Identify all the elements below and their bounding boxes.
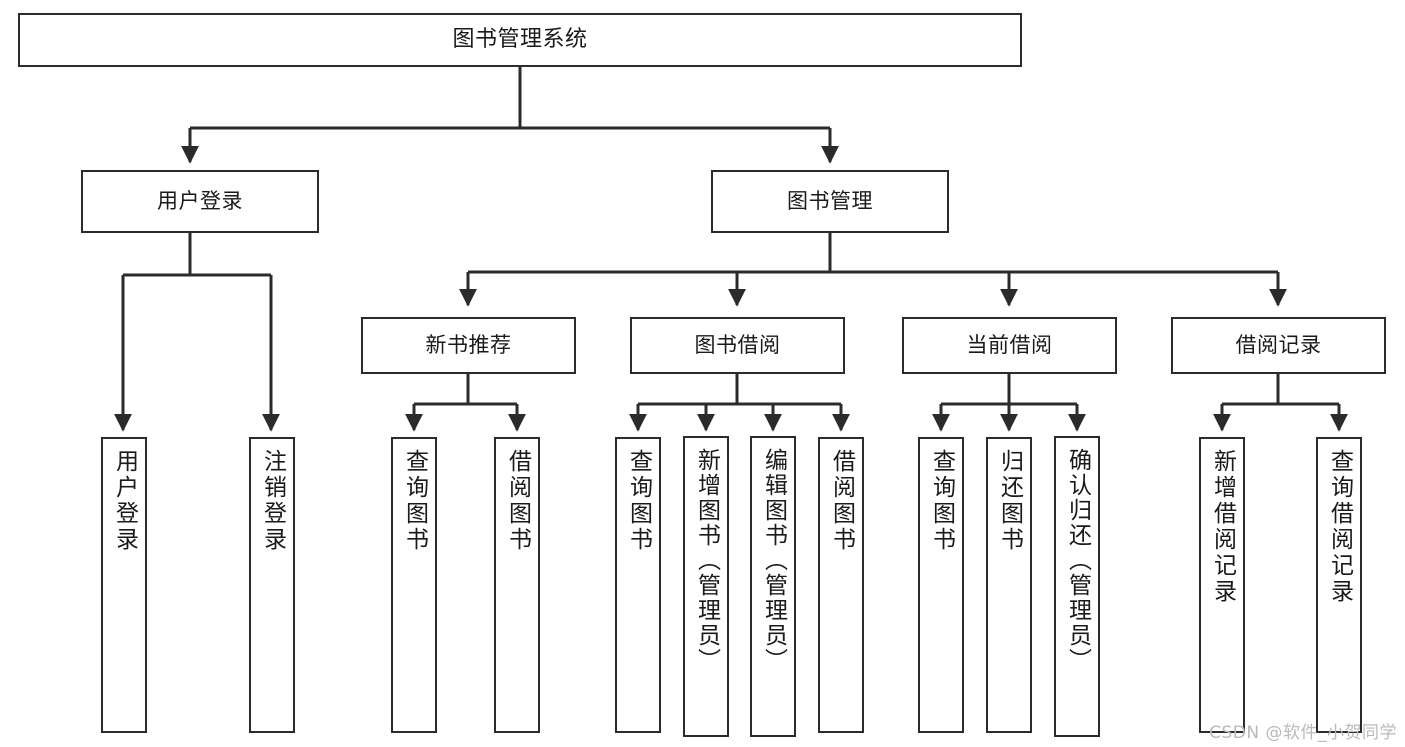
node-label: 用户登录: [157, 188, 243, 213]
node-label: 查询借阅记录: [1326, 449, 1353, 605]
node-leaf-borrow-books-recommend[interactable]: 借阅图书: [494, 437, 540, 733]
node-borrowing-records[interactable]: 借阅记录: [1171, 317, 1386, 374]
node-label: 查询图书: [401, 449, 428, 553]
node-leaf-query-borrow-record[interactable]: 查询借阅记录: [1316, 437, 1362, 733]
node-leaf-add-book-admin[interactable]: 新增图书（管理员）: [683, 436, 729, 737]
node-label: 图书管理系统: [452, 26, 588, 52]
node-leaf-edit-book-admin[interactable]: 编辑图书（管理员）: [750, 436, 796, 737]
node-label: 用户登录: [111, 449, 138, 553]
node-leaf-logout[interactable]: 注销登录: [249, 437, 295, 733]
node-leaf-query-books-recommend[interactable]: 查询图书: [391, 437, 437, 733]
node-leaf-borrow-books-borrowing[interactable]: 借阅图书: [818, 437, 864, 733]
node-label: 新增借阅记录: [1209, 449, 1236, 605]
node-label: 借阅记录: [1235, 332, 1322, 357]
node-label: 新增图书（管理员）: [693, 448, 720, 673]
node-current-borrowing[interactable]: 当前借阅: [902, 317, 1117, 374]
node-label: 借阅图书: [504, 449, 531, 553]
watermark-text: CSDN @软件_小贺同学: [1209, 723, 1397, 743]
node-label: 新书推荐: [425, 332, 512, 357]
node-book-borrowing[interactable]: 图书借阅: [630, 317, 845, 374]
node-new-book-recommendation[interactable]: 新书推荐: [361, 317, 576, 374]
node-label: 确认归还（管理员）: [1064, 448, 1091, 673]
node-leaf-confirm-return-admin[interactable]: 确认归还（管理员）: [1054, 436, 1100, 737]
node-label: 当前借阅: [966, 332, 1053, 357]
node-label: 编辑图书（管理员）: [760, 448, 787, 673]
node-label: 注销登录: [259, 449, 286, 553]
node-user-login[interactable]: 用户登录: [81, 170, 319, 233]
node-root-book-management-system[interactable]: 图书管理系统: [18, 13, 1022, 67]
node-leaf-query-books-borrowing[interactable]: 查询图书: [615, 437, 661, 733]
node-label: 查询图书: [625, 449, 652, 553]
node-leaf-user-login[interactable]: 用户登录: [101, 437, 147, 733]
node-label: 图书借阅: [694, 332, 781, 357]
node-label: 借阅图书: [828, 449, 855, 553]
node-label: 图书管理: [787, 188, 873, 213]
node-leaf-query-books-current[interactable]: 查询图书: [918, 437, 964, 733]
node-book-management[interactable]: 图书管理: [711, 170, 949, 233]
node-label: 归还图书: [996, 449, 1023, 553]
node-leaf-return-books[interactable]: 归还图书: [986, 437, 1032, 733]
node-leaf-add-borrow-record[interactable]: 新增借阅记录: [1199, 437, 1245, 733]
node-label: 查询图书: [928, 449, 955, 553]
